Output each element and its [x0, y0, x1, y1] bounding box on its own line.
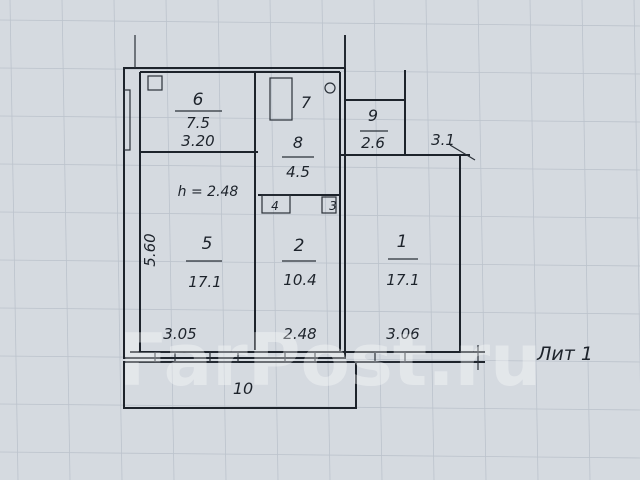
- walls: [123, 35, 485, 409]
- grid-line: [425, 0, 435, 480]
- watermark: FarPost.ru: [119, 318, 542, 402]
- grid-line: [9, 0, 19, 480]
- room-5-area: 17.1: [188, 273, 221, 291]
- grid-line: [477, 0, 487, 480]
- grid-line: [0, 115, 640, 123]
- room-6-dim: 3.20: [181, 132, 214, 150]
- room-4-number: 4: [271, 199, 279, 213]
- grid-line: [0, 19, 640, 27]
- bottom-dim-room-2: 2.48: [283, 325, 316, 343]
- grid-line: [0, 451, 640, 459]
- room-6-area: 7.5: [186, 114, 210, 132]
- grid-line: [321, 0, 331, 480]
- ceiling-height: h = 2.48: [178, 184, 239, 200]
- grid-line: [0, 259, 640, 267]
- room-6-number: 6: [193, 90, 204, 110]
- room-labels: 6 7.5 3.20 7 8 4.5 9 2.6 3.1 5 17.1 2 10…: [141, 90, 593, 398]
- grid-line: [633, 0, 640, 385]
- side-dimension: 5.60: [141, 233, 159, 266]
- grid-line: [113, 0, 123, 480]
- room-9-number: 9: [368, 106, 378, 125]
- room-9-dim: 3.1: [431, 131, 455, 149]
- room-8-area: 4.5: [286, 163, 310, 181]
- grid-line: [373, 0, 383, 480]
- room-1-number: 1: [397, 232, 408, 252]
- grid-line: [61, 0, 71, 480]
- grid-line: [217, 0, 227, 480]
- room-8-number: 8: [293, 133, 303, 152]
- room-2-area: 10.4: [283, 271, 316, 289]
- room-1-area: 17.1: [386, 271, 419, 289]
- room-10-number: 10: [233, 379, 253, 398]
- grid-line: [529, 0, 539, 480]
- grid-line: [0, 163, 640, 171]
- bottom-dim-room-5: 3.05: [163, 325, 196, 343]
- grid-line: [269, 0, 279, 480]
- grid-line: [581, 0, 591, 480]
- room-2-number: 2: [294, 236, 305, 256]
- grid-line: [0, 307, 640, 315]
- room-3-number: 3: [329, 199, 337, 213]
- room-7-number: 7: [301, 93, 312, 112]
- bottom-dim-room-1: 3.06: [386, 325, 419, 343]
- sheet-label: Лит 1: [536, 343, 593, 365]
- room-5-number: 5: [202, 234, 213, 254]
- grid-line: [0, 211, 640, 219]
- grid-line: [165, 0, 175, 480]
- room-9-area: 2.6: [361, 134, 385, 152]
